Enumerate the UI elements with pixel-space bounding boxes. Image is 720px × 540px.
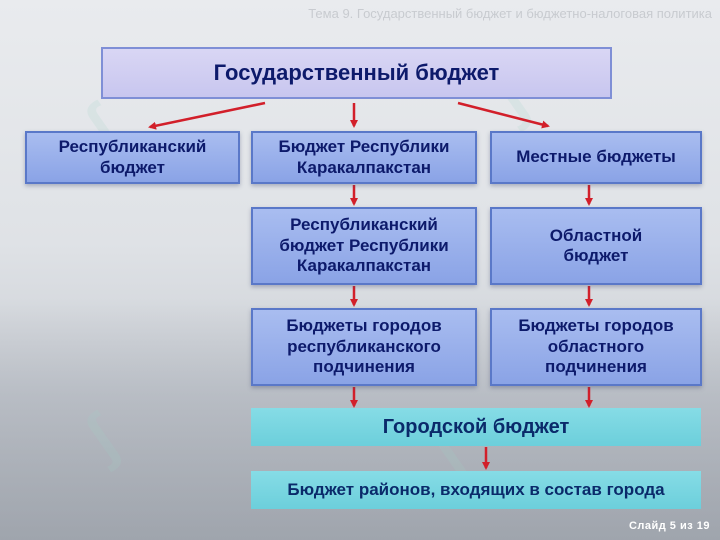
arrow-state-to-republican — [148, 101, 266, 130]
republican-budget-karakalpakstan-label: Республиканский бюджет Республики Карака… — [279, 215, 449, 276]
district-budget-label: Бюджет районов, входящих в состав города — [287, 479, 665, 499]
regional-budget-box: Областной бюджет — [490, 207, 702, 285]
city-budget-box: Городской бюджет — [251, 408, 701, 446]
city-budgets-republican-label: Бюджеты городов республиканского подчине… — [286, 316, 442, 377]
city-budget-label: Городской бюджет — [382, 416, 570, 438]
karakalpakstan-budget-box: Бюджет Республики Каракалпакстан — [251, 131, 477, 184]
district-budget-box: Бюджет районов, входящих в состав города — [251, 471, 701, 509]
city-budgets-regional-label: Бюджеты городов областного подчинения — [518, 316, 674, 377]
slide-header: Тема 9. Государственный бюджет и бюджетн… — [308, 6, 712, 21]
city-budgets-regional-box: Бюджеты городов областного подчинения — [490, 308, 702, 386]
regional-budget-label: Областной бюджет — [549, 225, 643, 265]
karakalpakstan-budget-label: Бюджет Республики Каракалпакстан — [278, 137, 450, 177]
state-budget-label: Государственный бюджет — [213, 59, 500, 85]
arrow-state-to-local — [457, 101, 550, 129]
local-budgets-label: Местные бюджеты — [516, 147, 676, 167]
slide-counter: Слайд 5 из 19 — [628, 520, 710, 532]
city-budgets-republican-box: Бюджеты городов республиканского подчине… — [251, 308, 477, 386]
state-budget-box: Государственный бюджет — [101, 47, 612, 99]
republican-budget-label: Республиканский бюджет — [58, 137, 207, 177]
republican-budget-karakalpakstan-box: Республиканский бюджет Республики Карака… — [251, 207, 477, 285]
republican-budget-box: Республиканский бюджет — [25, 131, 240, 184]
local-budgets-box: Местные бюджеты — [490, 131, 702, 184]
